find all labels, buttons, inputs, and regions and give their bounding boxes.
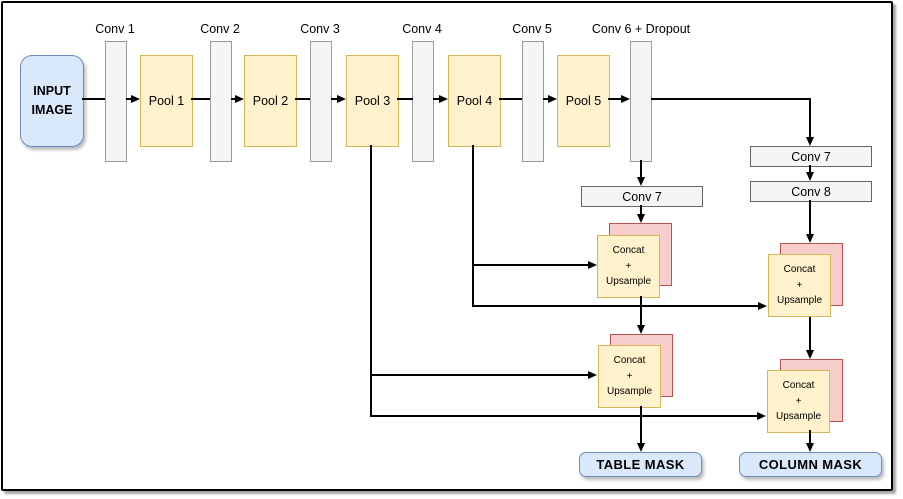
conv3-label: Conv 3 bbox=[300, 22, 340, 36]
connector-line bbox=[640, 205, 642, 215]
concat-label-line1: Concat bbox=[613, 355, 646, 367]
connector-line bbox=[433, 98, 440, 100]
pool1-node: Pool 1 bbox=[140, 55, 193, 147]
conv6-dropout-layer bbox=[630, 41, 652, 162]
connector-line bbox=[809, 99, 811, 138]
connector-line bbox=[543, 98, 549, 100]
connector-line bbox=[499, 98, 522, 100]
column-concat2-node: Concat + Upsample bbox=[767, 370, 830, 433]
arrowhead-icon bbox=[637, 214, 645, 223]
table-concat2-node: Concat + Upsample bbox=[598, 345, 661, 408]
conv5-layer bbox=[522, 41, 544, 162]
arrowhead-icon bbox=[131, 95, 140, 103]
pool4-node: Pool 4 bbox=[448, 55, 501, 147]
conv3-layer bbox=[310, 41, 332, 162]
arrowhead-icon bbox=[621, 95, 630, 103]
concat-label-line1: Concat bbox=[782, 380, 815, 392]
column-branch-conv8-node: Conv 8 bbox=[750, 181, 872, 202]
table-branch-conv7-node: Conv 7 bbox=[581, 186, 703, 207]
column-concat1-node: Concat + Upsample bbox=[768, 254, 831, 317]
concat-label-line3: Upsample bbox=[775, 411, 822, 423]
arrowhead-icon bbox=[235, 95, 244, 103]
conv2-label: Conv 2 bbox=[200, 22, 240, 36]
connector-line bbox=[231, 98, 236, 100]
pool2-node: Pool 2 bbox=[244, 55, 297, 147]
conv4-layer bbox=[412, 41, 434, 162]
concat-label-line2: + bbox=[795, 395, 802, 407]
input-image-label-line2: IMAGE bbox=[31, 103, 73, 117]
diagram-border bbox=[1, 1, 893, 491]
conv5-label: Conv 5 bbox=[512, 22, 552, 36]
arrowhead-icon bbox=[758, 302, 767, 310]
column-branch-conv7-node: Conv 7 bbox=[750, 146, 872, 167]
concat-label-line1: Concat bbox=[612, 245, 645, 257]
arrowhead-icon bbox=[588, 261, 597, 269]
connector-line bbox=[472, 264, 590, 266]
connector-line bbox=[640, 296, 642, 326]
conv1-layer bbox=[105, 41, 127, 162]
conv2-layer bbox=[210, 41, 232, 162]
conv4-label: Conv 4 bbox=[402, 22, 442, 36]
conv6-dropout-label: Conv 6 + Dropout bbox=[591, 22, 691, 36]
connector-line bbox=[82, 98, 105, 100]
connector-line bbox=[809, 165, 811, 173]
arrowhead-icon bbox=[439, 95, 448, 103]
connector-line bbox=[640, 406, 642, 444]
arrowhead-icon bbox=[806, 137, 814, 146]
input-image-node: INPUT IMAGE bbox=[20, 55, 84, 147]
arrowhead-icon bbox=[548, 95, 557, 103]
arrowhead-icon bbox=[757, 412, 766, 420]
connector-line bbox=[472, 145, 474, 306]
conv1-label: Conv 1 bbox=[95, 22, 135, 36]
connector-line bbox=[370, 415, 759, 417]
concat-label-line2: + bbox=[625, 260, 632, 272]
connector-line bbox=[809, 317, 811, 351]
table-mask-node: TABLE MASK bbox=[579, 452, 702, 477]
concat-label-line3: Upsample bbox=[776, 295, 823, 307]
connector-line bbox=[809, 200, 811, 235]
concat-label-line2: + bbox=[626, 370, 633, 382]
connector-line bbox=[608, 98, 622, 100]
arrowhead-icon bbox=[806, 443, 814, 452]
concat-label-line3: Upsample bbox=[606, 386, 653, 398]
connector-line bbox=[397, 98, 413, 100]
arrowhead-icon bbox=[337, 95, 346, 103]
arrowhead-icon bbox=[637, 443, 645, 452]
concat-label-line3: Upsample bbox=[605, 276, 652, 288]
column-mask-node: COLUMN MASK bbox=[739, 452, 882, 477]
arrowhead-icon bbox=[588, 371, 597, 379]
connector-line bbox=[640, 160, 642, 178]
pool3-node: Pool 3 bbox=[346, 55, 399, 147]
arrowhead-icon bbox=[637, 325, 645, 334]
concat-label-line2: + bbox=[796, 279, 803, 291]
connector-line bbox=[472, 305, 760, 307]
arrowhead-icon bbox=[637, 177, 645, 186]
input-image-label-line1: INPUT bbox=[33, 84, 71, 99]
connector-line bbox=[191, 98, 210, 100]
arrowhead-icon bbox=[806, 234, 814, 243]
arrowhead-icon bbox=[806, 172, 814, 181]
connector-line bbox=[651, 98, 811, 100]
connector-line bbox=[370, 145, 372, 416]
connector-line bbox=[331, 98, 338, 100]
concat-label-line1: Concat bbox=[783, 264, 816, 276]
pool5-node: Pool 5 bbox=[557, 55, 610, 147]
connector-line bbox=[370, 374, 590, 376]
arrowhead-icon bbox=[806, 350, 814, 359]
connector-line bbox=[809, 430, 811, 444]
table-concat1-node: Concat + Upsample bbox=[597, 235, 660, 298]
connector-line bbox=[126, 98, 132, 100]
connector-line bbox=[295, 98, 310, 100]
